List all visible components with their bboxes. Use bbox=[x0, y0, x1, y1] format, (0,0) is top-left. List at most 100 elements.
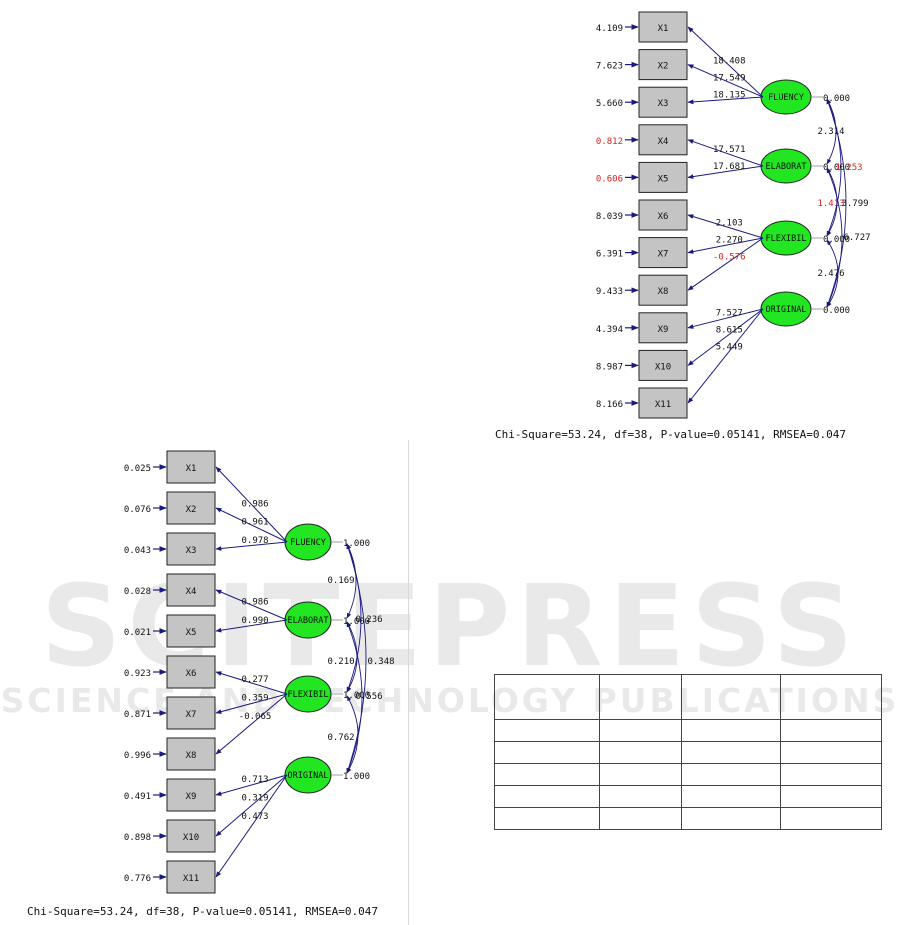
indicator-box bbox=[166, 860, 216, 894]
loading-arrow bbox=[215, 774, 288, 878]
indicator-label: X7 bbox=[658, 250, 669, 260]
covariance-arc bbox=[826, 167, 843, 308]
covariance-label: 2.314 bbox=[817, 127, 844, 137]
latent-variance-label: 1.000 bbox=[343, 691, 370, 701]
table-cell bbox=[780, 674, 882, 720]
indicator-box bbox=[638, 161, 688, 193]
indicator-label: X5 bbox=[186, 628, 197, 638]
indicator-box bbox=[166, 450, 216, 484]
indicator-x1: X14.109 bbox=[596, 11, 688, 43]
latent-variance-label: 1.000 bbox=[343, 617, 370, 627]
error-variance-label: 9.433 bbox=[596, 287, 623, 297]
indicator-label: X9 bbox=[186, 792, 197, 802]
table-cell bbox=[599, 785, 682, 808]
loading-arrow bbox=[215, 589, 288, 621]
loading-arrow bbox=[687, 308, 764, 329]
loading-arrow bbox=[687, 308, 764, 404]
table-cell bbox=[599, 763, 682, 786]
indicator-box bbox=[638, 349, 688, 381]
loading-arrow bbox=[687, 139, 764, 167]
indicator-label: X11 bbox=[183, 874, 199, 884]
covariance-label: 0.762 bbox=[327, 733, 354, 743]
indicator-box bbox=[638, 274, 688, 306]
loading-label: 17.549 bbox=[713, 73, 746, 83]
loading-label: 0.359 bbox=[242, 694, 269, 704]
indicator-box bbox=[638, 199, 688, 231]
indicator-x6: X68.039 bbox=[596, 199, 688, 231]
latent-elaborat: ELABORAT 1.000 bbox=[284, 601, 370, 639]
error-variance-label: 0.606 bbox=[596, 174, 623, 184]
table-row bbox=[494, 763, 882, 786]
covariance-label: 0.348 bbox=[367, 657, 394, 667]
indicator-label: X10 bbox=[183, 833, 199, 843]
indicator-box bbox=[166, 491, 216, 525]
indicator-label: X4 bbox=[186, 587, 197, 597]
covariance-label: 2.476 bbox=[817, 269, 844, 279]
indicator-x11: X11 0.776 bbox=[124, 860, 216, 894]
indicator-box bbox=[638, 11, 688, 43]
error-variance-label: 8.039 bbox=[596, 212, 623, 222]
loading-label: 17.681 bbox=[713, 162, 746, 172]
table-row bbox=[494, 741, 882, 764]
loading-arrow bbox=[687, 308, 764, 366]
fit-statistics-bottom: Chi-Square=53.24, df=38, P-value=0.05141… bbox=[27, 905, 378, 918]
loading-arrow bbox=[215, 693, 288, 755]
error-variance-label: 4.394 bbox=[596, 325, 623, 335]
indicator-label: X3 bbox=[658, 99, 669, 109]
empty-table bbox=[494, 674, 882, 830]
indicator-label: X2 bbox=[186, 505, 197, 515]
indicator-x9: X94.394 bbox=[596, 312, 688, 344]
covariance-label: 6.727 bbox=[843, 233, 870, 243]
table-cell bbox=[681, 674, 781, 720]
loading-label: 8.615 bbox=[716, 325, 743, 335]
indicator-x2: X2 0.076 bbox=[124, 491, 216, 525]
indicator-x4: X40.812 bbox=[596, 124, 688, 156]
loading-label: 5.449 bbox=[716, 342, 743, 352]
loading-label: 0.473 bbox=[242, 812, 269, 822]
error-variance-label: 0.871 bbox=[124, 710, 151, 720]
error-variance-label: 0.491 bbox=[124, 792, 151, 802]
covariance-arc bbox=[826, 239, 839, 308]
table-cell bbox=[599, 807, 682, 830]
error-variance-label: 0.812 bbox=[596, 137, 623, 147]
loading-label: 0.277 bbox=[242, 675, 269, 685]
watermark-title: SCITEPRESS bbox=[41, 562, 860, 692]
table-cell bbox=[681, 763, 781, 786]
error-variance-label: 0.043 bbox=[124, 546, 151, 556]
indicator-label: X8 bbox=[186, 751, 197, 761]
indicator-x5: X50.021 bbox=[124, 614, 216, 648]
indicator-x3: X30.043 bbox=[124, 532, 216, 566]
indicator-label: X11 bbox=[655, 400, 671, 410]
error-variance-label: 0.776 bbox=[124, 874, 151, 884]
indicator-box bbox=[638, 49, 688, 81]
table-cell bbox=[494, 741, 600, 764]
indicator-box bbox=[638, 86, 688, 118]
loading-label: -0.576 bbox=[713, 252, 746, 262]
latent-label: ELABORAT bbox=[288, 616, 329, 626]
path-diagram-t-values: X14.109X27.623X35.660X40.812X50.606X68.0… bbox=[596, 11, 871, 419]
indicator-label: X1 bbox=[186, 464, 197, 474]
indicator-label: X1 bbox=[658, 24, 669, 34]
error-variance-label: 0.076 bbox=[124, 505, 151, 515]
table-row bbox=[494, 674, 882, 720]
loading-arrow bbox=[687, 214, 764, 239]
loading-arrow bbox=[215, 774, 288, 796]
loading-label: 0.713 bbox=[242, 775, 269, 785]
indicator-x8: X80.996 bbox=[124, 737, 216, 771]
loading-label: 0.990 bbox=[242, 616, 269, 626]
indicator-x6: X60.923 bbox=[124, 655, 216, 689]
table-cell bbox=[494, 674, 600, 720]
table-cell bbox=[494, 785, 600, 808]
latent-label: ELABORAT bbox=[766, 162, 807, 172]
table-cell bbox=[494, 807, 600, 830]
indicator-x8: X89.433 bbox=[596, 274, 688, 306]
covariance-label: 3.799 bbox=[841, 199, 868, 209]
indicator-x7: X76.391 bbox=[596, 237, 688, 269]
indicator-x2: X27.623 bbox=[596, 49, 688, 81]
error-variance-label: 0.028 bbox=[124, 587, 151, 597]
